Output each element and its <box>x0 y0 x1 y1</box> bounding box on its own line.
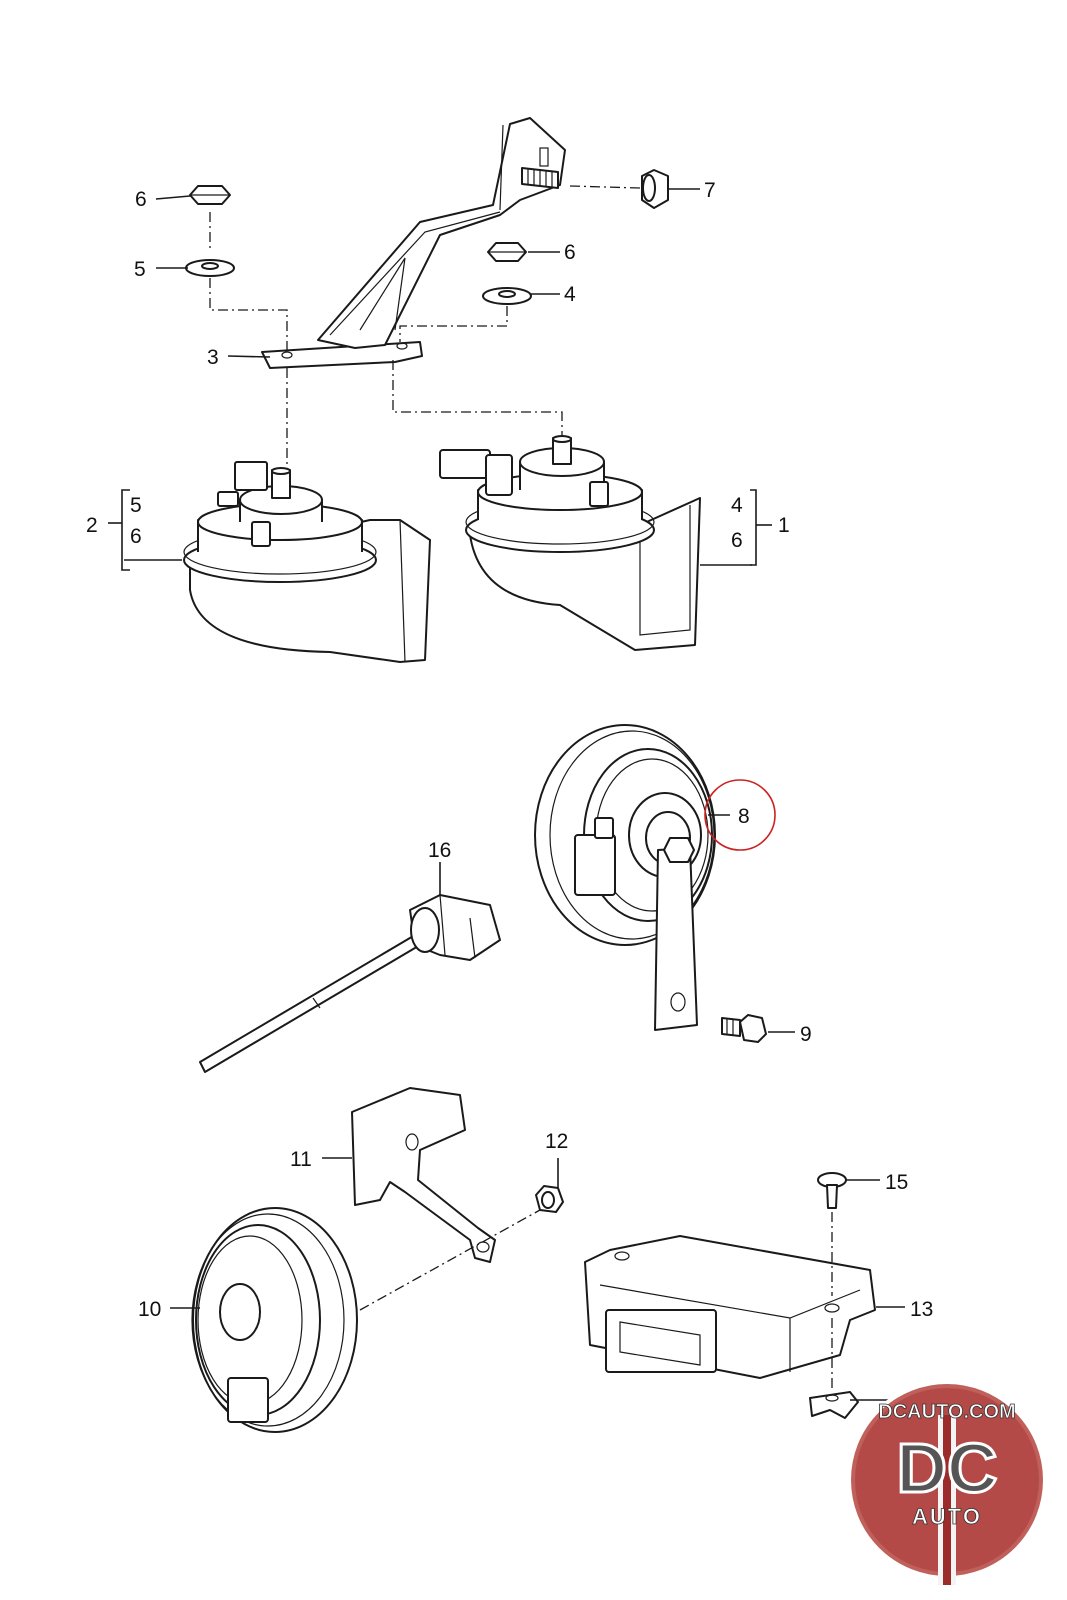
bracket-stud <box>521 167 559 189</box>
callout-9: 9 <box>800 1023 812 1046</box>
bolt-9 <box>721 1014 767 1043</box>
callout-15: 15 <box>885 1171 908 1194</box>
washer-4-right <box>482 287 532 305</box>
callout-7: 7 <box>704 179 716 202</box>
nut-6-right <box>487 242 527 262</box>
watermark-url: DCAUTO.COM <box>878 1401 1015 1423</box>
callout-6-top-left: 6 <box>135 188 147 211</box>
callout-3: 3 <box>207 346 219 369</box>
watermark-sub-text: AUTO <box>912 1504 982 1529</box>
bracket-left-top: 5 <box>130 494 142 517</box>
callout-12: 12 <box>545 1130 568 1153</box>
bracket-11 <box>351 1087 496 1263</box>
control-unit-13 <box>584 1235 876 1379</box>
callout-1: 1 <box>778 514 790 537</box>
callout-4: 4 <box>564 283 576 306</box>
callout-11: 11 <box>290 1148 312 1171</box>
screw-15 <box>817 1172 847 1209</box>
horn-left <box>183 461 431 663</box>
watermark-logo-text: DC <box>896 1429 997 1507</box>
horn-right <box>439 435 701 651</box>
callout-10: 10 <box>138 1298 161 1321</box>
highlight-circle <box>704 779 776 851</box>
mounting-bracket <box>261 117 566 369</box>
bracket-right-top: 4 <box>731 494 743 517</box>
nut-6-left <box>189 185 231 205</box>
clip-14 <box>809 1391 859 1419</box>
callout-13: 13 <box>910 1298 933 1321</box>
callout-2: 2 <box>86 514 98 537</box>
horn-8 <box>534 724 716 1031</box>
callout-6-right: 6 <box>564 241 576 264</box>
callout-5: 5 <box>134 258 146 281</box>
bracket-left-bottom: 6 <box>130 525 142 548</box>
washer-5-left <box>185 259 235 277</box>
dc-auto-watermark-logo: DCAUTO.COM DC AUTO <box>847 1380 1047 1585</box>
bracket-right-bottom: 6 <box>731 529 743 552</box>
flange-nut-7 <box>641 169 669 209</box>
callout-16: 16 <box>428 839 451 862</box>
nut-12 <box>535 1185 564 1213</box>
horn-10 <box>191 1207 358 1433</box>
connector-16 <box>199 894 501 1073</box>
callout-8: 8 <box>738 805 750 828</box>
